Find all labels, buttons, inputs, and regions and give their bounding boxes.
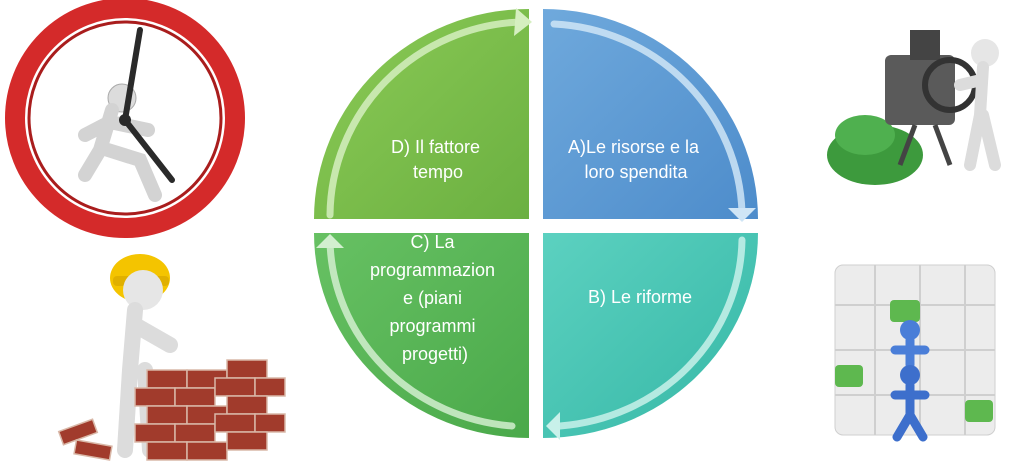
bricklayer-figure-icon <box>57 254 286 461</box>
arrow-head-bottom <box>546 412 560 440</box>
quadrant-d-text: D) Il fattore tempo <box>391 137 485 182</box>
quadrant-a-text: A)Le risorse e la loro spendita <box>568 137 704 182</box>
arrow-head-top <box>514 8 532 36</box>
quadrant-c-text: C) La programmazion e (piani programmi p… <box>370 232 500 364</box>
cycle-arrows <box>326 18 746 430</box>
arrow-head-right <box>728 208 756 222</box>
arrow-head-left <box>316 234 344 248</box>
quadrant-b <box>543 233 758 438</box>
quadrant-c <box>314 233 529 438</box>
quadrant-b-text: B) Le riforme <box>588 287 692 307</box>
running-figure-clock-icon <box>5 0 245 238</box>
puzzle-teamwork-icon <box>834 264 996 442</box>
money-printing-machine-icon <box>827 30 1001 185</box>
quadrant-d <box>314 9 529 219</box>
quadrant-a <box>543 9 758 219</box>
